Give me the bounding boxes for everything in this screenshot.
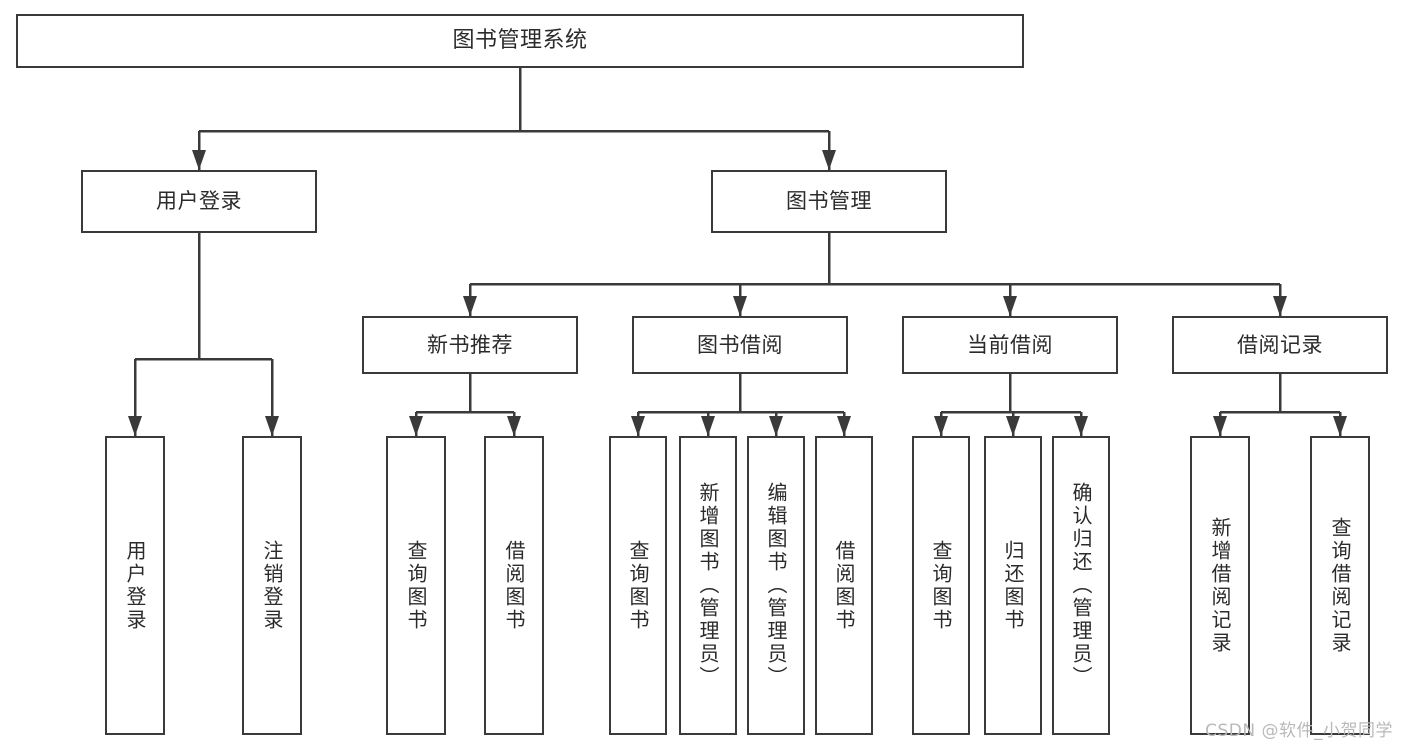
node-label: 图书借阅 [697, 332, 783, 357]
node-label: 归还图书 [1001, 539, 1025, 632]
node-label: 图书管理系统 [452, 28, 588, 54]
node-label: 当前借阅 [967, 332, 1053, 357]
node-label: 用户登录 [123, 539, 147, 632]
node-label: 注销登录 [260, 539, 284, 632]
node-book-manage[interactable]: 图书管理 [711, 170, 947, 233]
node-leaf-book-add[interactable]: 新增图书（管理员） [679, 436, 737, 735]
node-leaf-cur-return[interactable]: 归还图书 [984, 436, 1042, 735]
watermark: CSDN @软件_小贺同学 [1205, 721, 1393, 741]
node-label: 用户登录 [156, 189, 242, 214]
node-leaf-rec-query2[interactable]: 查询借阅记录 [1310, 436, 1370, 735]
node-label: 查询借阅记录 [1328, 516, 1352, 655]
node-leaf-rec-query[interactable]: 查询图书 [386, 436, 446, 735]
node-label: 查询图书 [929, 539, 953, 632]
node-leaf-rec-add[interactable]: 新增借阅记录 [1190, 436, 1250, 735]
node-current-borrow[interactable]: 当前借阅 [902, 316, 1118, 374]
node-root[interactable]: 图书管理系统 [16, 14, 1024, 68]
node-label: 图书管理 [786, 189, 872, 214]
node-book-borrow[interactable]: 图书借阅 [632, 316, 848, 374]
node-leaf-cur-confirm[interactable]: 确认归还（管理员） [1052, 436, 1110, 735]
node-label: 借阅图书 [832, 539, 856, 632]
node-label: 新增图书（管理员） [696, 482, 720, 689]
node-leaf-cur-query[interactable]: 查询图书 [912, 436, 970, 735]
node-leaf-book-borrow[interactable]: 借阅图书 [815, 436, 873, 735]
node-leaf-borrow-query[interactable]: 查询图书 [609, 436, 667, 735]
node-label: 新书推荐 [427, 332, 513, 357]
node-leaf-user-login[interactable]: 用户登录 [105, 436, 165, 735]
node-label: 新增借阅记录 [1208, 516, 1232, 655]
node-label: 编辑图书（管理员） [764, 482, 788, 689]
node-label: 借阅图书 [502, 539, 526, 632]
node-label: 查询图书 [404, 539, 428, 632]
node-user-login[interactable]: 用户登录 [81, 170, 317, 233]
node-label: 确认归还（管理员） [1069, 482, 1093, 689]
node-new-book-rec[interactable]: 新书推荐 [362, 316, 578, 374]
node-leaf-rec-borrow[interactable]: 借阅图书 [484, 436, 544, 735]
node-label: 查询图书 [626, 539, 650, 632]
node-leaf-book-edit[interactable]: 编辑图书（管理员） [747, 436, 805, 735]
node-label: 借阅记录 [1237, 332, 1323, 357]
node-leaf-user-logout[interactable]: 注销登录 [242, 436, 302, 735]
node-borrow-record[interactable]: 借阅记录 [1172, 316, 1388, 374]
